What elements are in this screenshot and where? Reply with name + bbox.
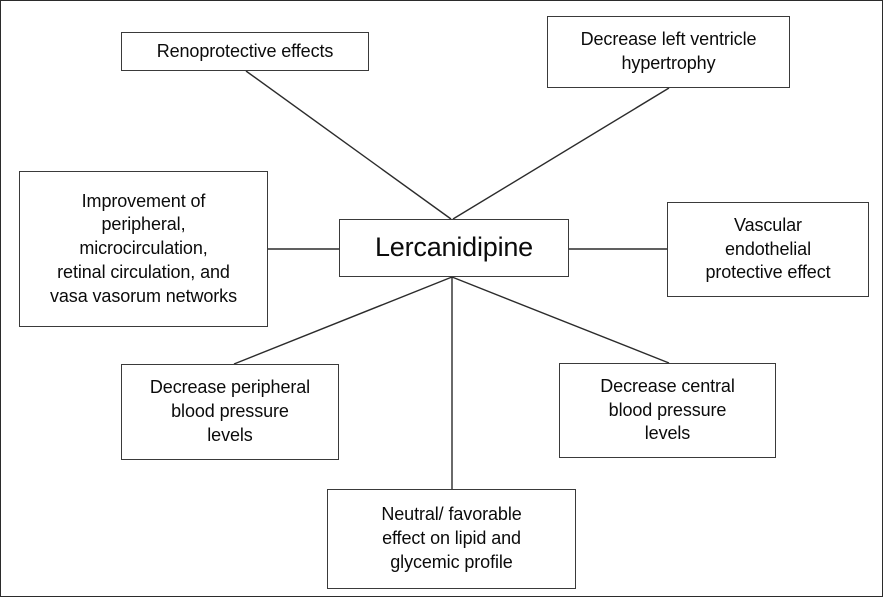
node-renoprotective-effects: Renoprotective effects [121, 32, 369, 71]
edge-lvh [452, 87, 670, 220]
edge-renoprotective [245, 70, 452, 220]
node-neutral-favorable-effect-lipid-glycemic-profile: Neutral/ favorable effect on lipid and g… [327, 489, 576, 589]
node-label-decrease-peripheral-blood-pressure-levels: Decrease peripheral blood pressure level… [149, 377, 311, 445]
node-label-decrease-central-blood-pressure-levels: Decrease central blood pressure levels [600, 375, 735, 444]
node-label-vascular-endothelial-protective-effect: Vascular endothelial protective effect [705, 214, 831, 283]
node-label-decrease-left-ventricle-hypertrophy: Decrease left ventricle hypertrophy [580, 29, 757, 73]
node-label-neutral-favorable-effect-lipid-glycemic-profile: Neutral/ favorable effect on lipid and g… [381, 504, 522, 572]
node-lercanidipine: Lercanidipine [339, 219, 569, 277]
node-improvement-of-peripheral-circulation: Improvement of peripheral, microcirculat… [19, 171, 268, 327]
node-decrease-central-blood-pressure-levels: Decrease central blood pressure levels [559, 363, 776, 458]
node-label-improvement-of-peripheral-circulation: Improvement of peripheral, microcirculat… [50, 190, 237, 306]
node-vascular-endothelial-protective-effect: Vascular endothelial protective effect [667, 202, 869, 297]
node-decrease-peripheral-blood-pressure-levels: Decrease peripheral blood pressure level… [121, 364, 339, 460]
node-label-lercanidipine: Lercanidipine [374, 232, 534, 263]
edge-central-bp [451, 276, 670, 364]
node-decrease-left-ventricle-hypertrophy: Decrease left ventricle hypertrophy [547, 16, 790, 88]
node-label-renoprotective-effects: Renoprotective effects [156, 40, 334, 61]
